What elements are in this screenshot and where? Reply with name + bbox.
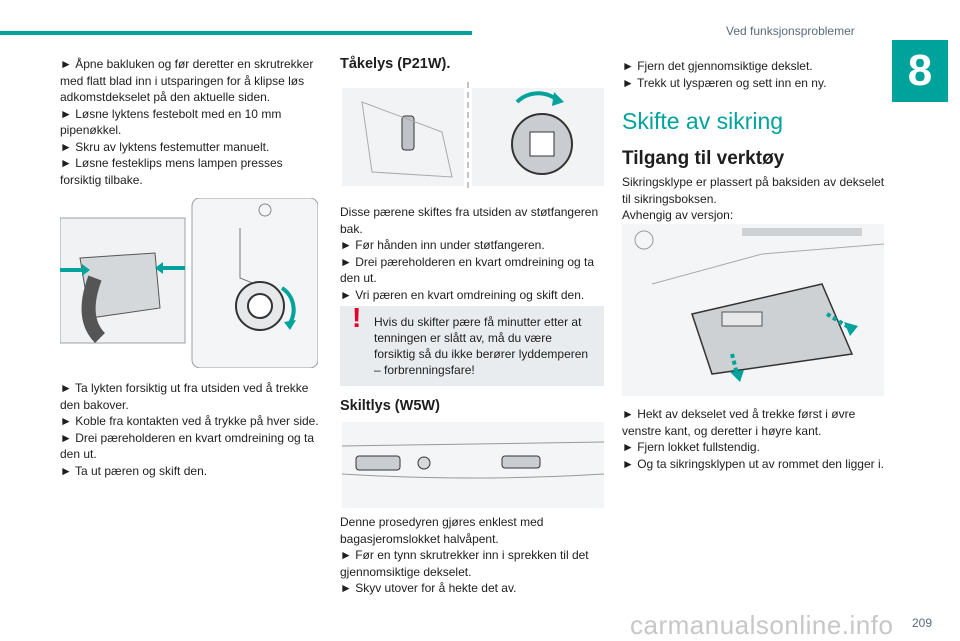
fog-light-illustration	[342, 82, 604, 190]
heading-tool-access: Tilgang til verktøy	[622, 148, 785, 169]
fog-light-step-hand: ► Før hånden inn under støtfangeren.	[340, 238, 545, 252]
plate-light-text: Denne prosedyren gjøres enklest med baga…	[340, 514, 604, 597]
fog-light-step-replace: ► Vri pæren en kvart omdreining og skift…	[340, 287, 585, 302]
fuse-heading-block: Skifte av sikring	[622, 108, 894, 135]
tools-version-note: Avhengig av versjon:	[622, 208, 734, 222]
plate-light-illustration	[342, 422, 604, 508]
instruction-remove-cover: ► Fjern det gjennomsiktige dekslet.	[622, 59, 813, 73]
tools-heading-block: Tilgang til verktøy	[622, 148, 894, 170]
instruction-replace-bulb: ► Ta ut pæren og skift den.	[60, 463, 208, 478]
fog-light-text: Disse pærene skiftes fra utsiden av støt…	[340, 204, 604, 303]
heading-fog-light: Tåkelys (P21W).	[340, 56, 451, 72]
lamp-removal-illustration	[60, 198, 318, 368]
fog-light-intro: Disse pærene skiftes fra utsiden av støt…	[340, 205, 599, 236]
warning-icon: !	[352, 302, 362, 333]
section-title: Ved funksjonsproblemer	[726, 24, 855, 38]
plate-light-step-push: ► Skyv utover for å hekte det av.	[340, 581, 517, 595]
instruction-open-tailgate: ► Åpne bakluken og før deretter en skrut…	[60, 57, 314, 104]
fog-light-heading-block: Tåkelys (P21W).	[340, 56, 604, 72]
plate-light-heading-block: Skiltlys (W5W)	[340, 398, 604, 414]
heading-plate-light: Skiltlys (W5W)	[340, 398, 440, 414]
column-3-bottom: ► Hekt av dekselet ved å trekke først i …	[622, 406, 894, 472]
instruction-remove-lid: ► Fjern lokket fullstendig.	[622, 440, 760, 454]
tools-location: Sikringsklype er plassert på baksiden av…	[622, 175, 885, 206]
instruction-insert-new-bulb: ► Trekk ut lyspæren og sett inn en ny.	[622, 75, 827, 90]
tools-text: Sikringsklype er plassert på baksiden av…	[622, 174, 894, 224]
plate-light-step-screwdriver: ► Før en tynn skrutrekker inn i sprekken…	[340, 548, 589, 579]
plate-light-intro: Denne prosedyren gjøres enklest med baga…	[340, 515, 544, 546]
warning-box: ! Hvis du skifter pære få minutter etter…	[340, 302, 604, 386]
fog-light-step-turn-holder: ► Drei pæreholderen en kvart omdreining …	[340, 254, 595, 286]
column-1-bottom: ► Ta lykten forsiktig ut fra utsiden ved…	[60, 380, 322, 479]
chapter-number-badge: 8	[892, 40, 948, 102]
page-number: 209	[912, 616, 933, 630]
column-1-top: ► Åpne bakluken og før deretter en skrut…	[60, 56, 322, 188]
instruction-disconnect: ► Koble fra kontakten ved å trykke på hv…	[60, 414, 319, 428]
instruction-loosen-bolt: ► Løsne lyktens festebolt med en 10 mm p…	[60, 106, 282, 138]
instruction-unscrew-nut: ► Skru av lyktens festemutter manuelt.	[60, 139, 270, 154]
instruction-turn-holder: ► Drei pæreholderen en kvart omdreining …	[60, 430, 315, 462]
header-accent-bar	[0, 31, 472, 35]
fuse-box-illustration	[622, 224, 884, 396]
column-3-top: ► Fjern det gjennomsiktige dekslet. ► Tr…	[622, 58, 894, 91]
heading-fuse-replacement: Skifte av sikring	[622, 108, 784, 134]
instruction-unhook-cover: ► Hekt av dekselet ved å trekke først i …	[622, 407, 856, 438]
instruction-release-clips: ► Løsne festeklips mens lampen presses f…	[60, 156, 283, 187]
warning-text: Hvis du skifter pære få minutter etter a…	[374, 315, 589, 377]
instruction-take-fuse-puller: ► Og ta sikringsklypen ut av rommet den …	[622, 456, 884, 471]
instruction-remove-lamp: ► Ta lykten forsiktig ut fra utsiden ved…	[60, 381, 309, 412]
watermark: carmanualsonline.info	[630, 610, 894, 640]
